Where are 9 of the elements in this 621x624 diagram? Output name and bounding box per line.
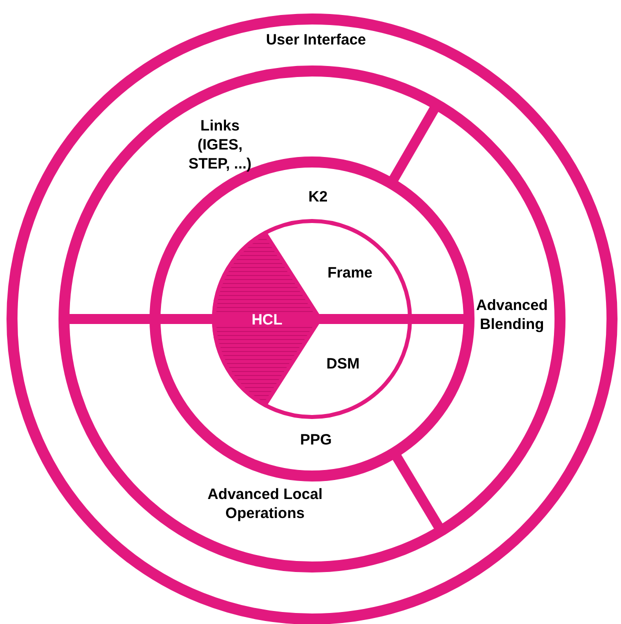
region-label: Advanced Blending xyxy=(472,296,552,334)
region-label: Frame xyxy=(315,264,385,282)
region-label: Links (IGES, STEP, ...) xyxy=(180,116,260,174)
region-label: User Interface xyxy=(246,30,386,50)
region-label: HCL xyxy=(237,310,297,330)
region-label: DSM xyxy=(313,354,373,374)
region-label: Advanced Local Operations xyxy=(195,485,335,523)
region-label: K2 xyxy=(288,188,348,206)
region-label: PPG xyxy=(286,430,346,450)
